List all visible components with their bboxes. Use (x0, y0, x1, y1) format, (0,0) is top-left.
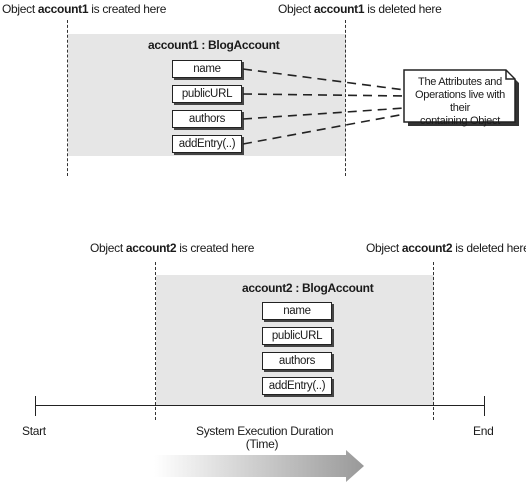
connector-authors (242, 107, 406, 120)
account2-deleted-caption: Object account2 is deleted here (366, 241, 526, 255)
timeline-end-tick (484, 396, 485, 416)
account2-attr-publicurl: publicURL (262, 327, 332, 345)
timeline-end-label: End (473, 424, 494, 438)
connector-name (242, 68, 406, 91)
account2-object-title: account2 : BlogAccount (242, 281, 374, 295)
account1-object-title: account1 : BlogAccount (148, 38, 280, 52)
account2-attr-name: name (262, 302, 332, 320)
note-text: The Attributes and Operations live with … (415, 76, 505, 127)
timeline-start-label: Start (22, 424, 46, 438)
account1-attr-authors: authors (172, 110, 242, 128)
account1-attr-publicurl: publicURL (172, 85, 242, 103)
connector-publicurl (242, 93, 406, 97)
account1-op-addentry: addEntry(..) (172, 135, 242, 153)
note-body (403, 69, 516, 123)
account1-creation-line (67, 20, 68, 176)
account2-creation-line (155, 262, 156, 420)
account2-deletion-line (433, 262, 434, 420)
timeline-duration-sublabel: (Time) (245, 437, 279, 451)
timeline-start-tick (35, 396, 36, 416)
account1-attr-name: name (172, 60, 242, 78)
timeline-duration-label: System Execution Duration (196, 424, 334, 438)
account1-deletion-line (345, 20, 346, 176)
note-fold (505, 70, 515, 80)
connector-addentry (242, 113, 406, 145)
account2-created-caption: Object account2 is created here (90, 241, 255, 255)
account2-op-addentry: addEntry(..) (262, 377, 332, 395)
time-arrow-icon (154, 450, 364, 482)
account1-deleted-caption: Object account1 is deleted here (278, 2, 442, 16)
account2-attr-authors: authors (262, 352, 332, 370)
account1-created-caption: Object account1 is created here (2, 2, 167, 16)
timeline-axis (35, 405, 485, 406)
